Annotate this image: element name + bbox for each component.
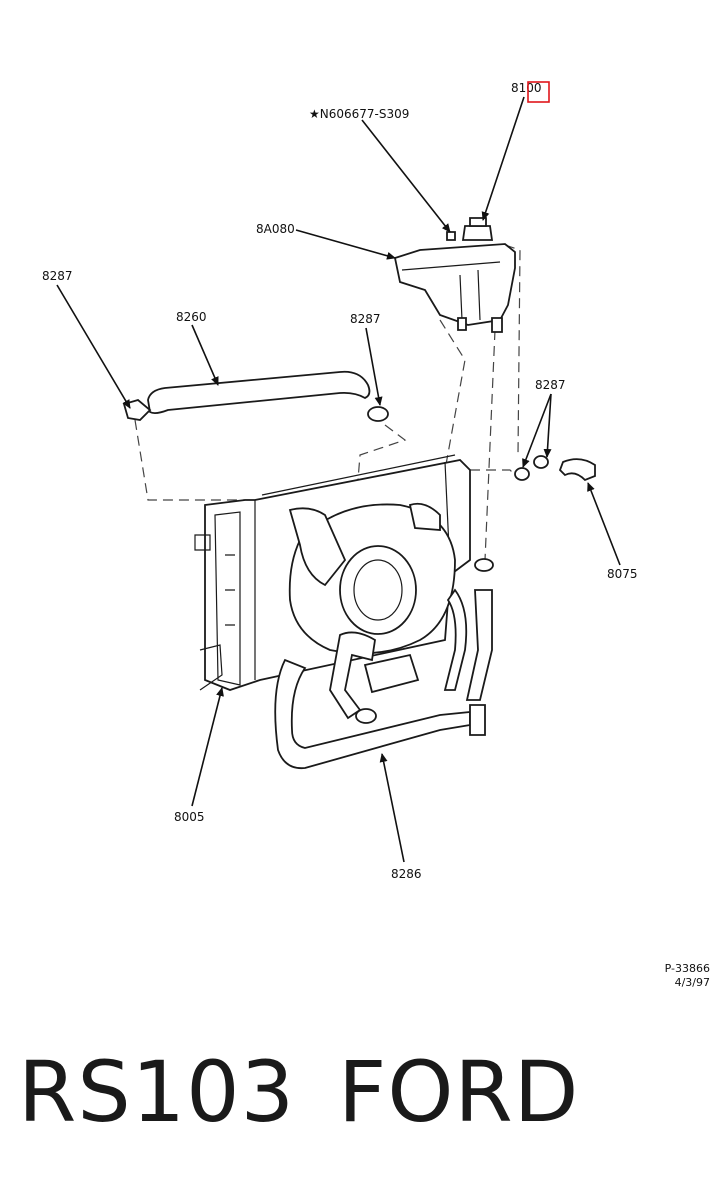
- drawing-code: P-33866: [665, 962, 710, 975]
- callout-n606677-s309: ★N606677-S309: [309, 107, 409, 121]
- fan-shroud: [288, 502, 456, 655]
- callout-8286: 8286: [391, 867, 422, 881]
- heater-hose: [514, 455, 596, 482]
- selection-highlight-box: [527, 81, 550, 103]
- callout-8075: 8075: [607, 567, 638, 581]
- drawing-date: 4/3/97: [675, 976, 710, 989]
- callout-8260: 8260: [176, 310, 207, 324]
- callout-8287-right: 8287: [535, 378, 566, 392]
- callout-8287-left: 8287: [42, 269, 73, 283]
- footer-part-number: RS103: [18, 1043, 296, 1141]
- callout-8287-center: 8287: [350, 312, 381, 326]
- lower-hose: [274, 558, 494, 770]
- upper-hose: [122, 370, 389, 422]
- callout-8a080: 8A080: [256, 222, 295, 236]
- expansion-tank: [393, 217, 516, 333]
- routing-lines: [134, 244, 521, 561]
- footer-brand: FORD: [338, 1043, 580, 1141]
- callout-8005: 8005: [174, 810, 205, 824]
- leader-arrows: [56, 96, 621, 863]
- callout-8100: 8100: [511, 81, 542, 95]
